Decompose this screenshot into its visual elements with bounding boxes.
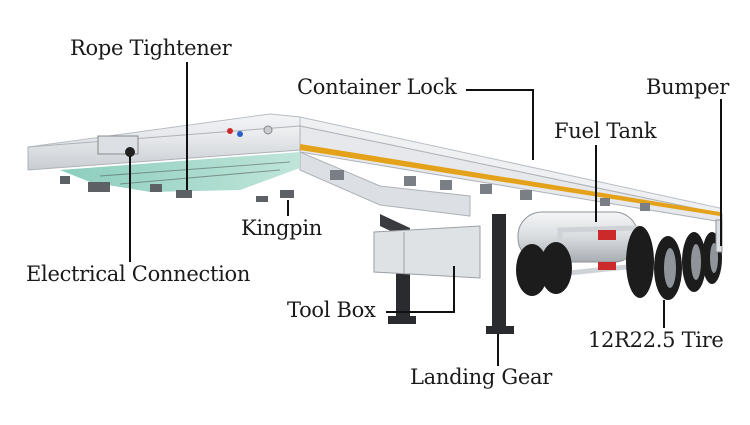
leader-lines [129,62,722,366]
accent-stripe [300,144,720,216]
label-electrical-connection: Electrical Connection [26,262,251,286]
label-container-lock: Container Lock [297,75,457,99]
label-kingpin: Kingpin [241,216,322,240]
label-rope-tightener: Rope Tightener [70,36,232,60]
label-tool-box: Tool Box [287,298,376,322]
frame-underside [60,152,300,192]
trailer-deck [27,113,723,223]
tool-box-drawing [373,225,481,279]
label-fuel-tank: Fuel Tank [554,119,657,143]
label-bumper: Bumper [646,75,729,99]
label-landing-gear: Landing Gear [410,365,552,389]
tires-drawing [516,226,722,300]
label-tire: 12R22.5 Tire [588,328,724,352]
